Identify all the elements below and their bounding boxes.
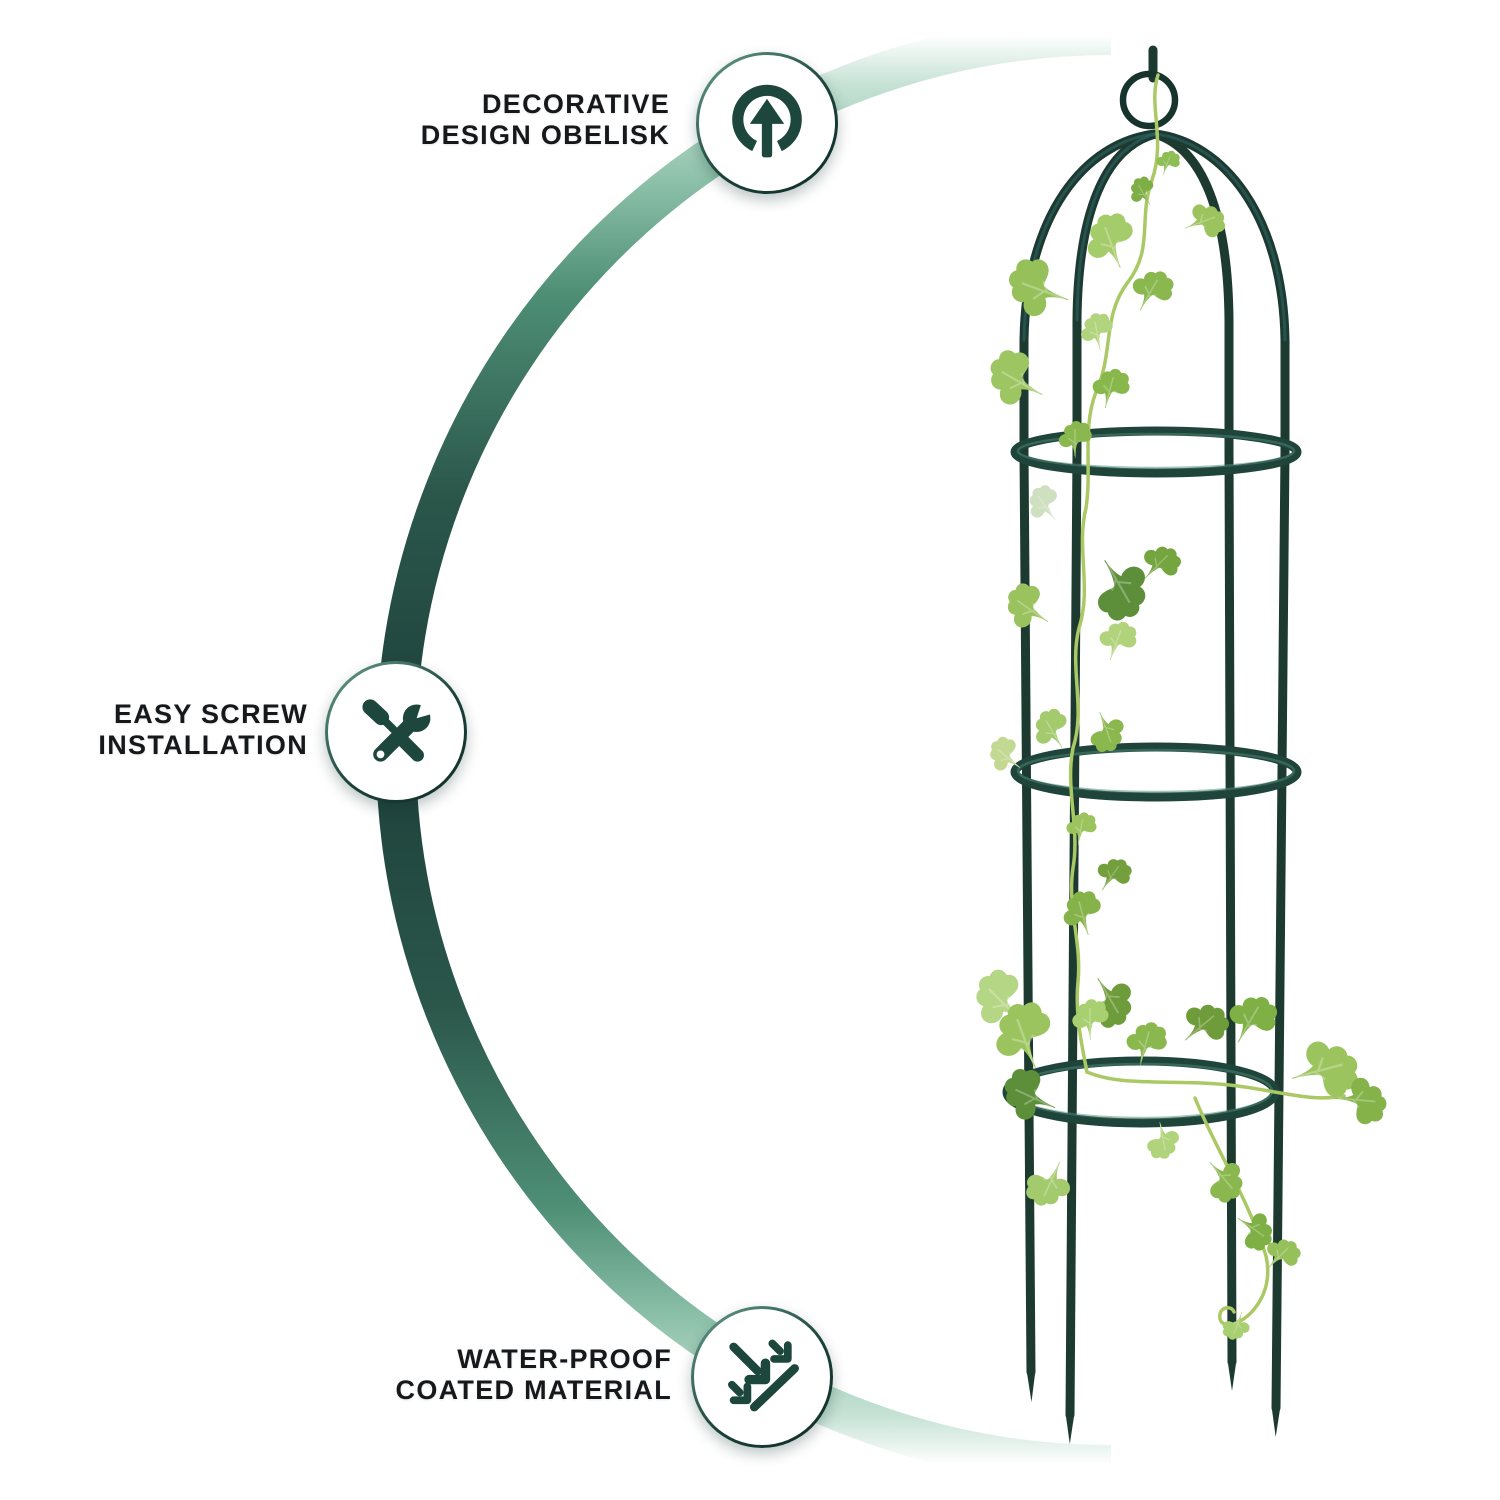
feature-3-label: WATER-PROOF COATED MATERIAL xyxy=(396,1344,672,1406)
finial-ring xyxy=(1119,70,1179,130)
arrow-up-circle-icon xyxy=(732,84,802,158)
feature-2-label: EASY SCREW INSTALLATION xyxy=(98,699,308,761)
screwdriver-wrench-icon xyxy=(362,694,439,762)
feature-3-line1: WATER-PROOF xyxy=(457,1344,672,1374)
obelisk-illustration xyxy=(1002,45,1302,1444)
feature-1-badge xyxy=(696,52,838,194)
feature-1-line1: DECORATIVE xyxy=(481,89,670,119)
waterproof-arrows-icon xyxy=(728,1339,799,1412)
feature-1-line2: DESIGN OBELISK xyxy=(420,120,670,150)
feature-2-badge xyxy=(325,661,467,803)
trellis-hoop xyxy=(1010,426,1302,478)
feature-2-line2: INSTALLATION xyxy=(98,730,308,760)
feature-1-label: DECORATIVE DESIGN OBELISK xyxy=(421,89,670,151)
feature-3-line2: COATED MATERIAL xyxy=(395,1375,672,1405)
feature-3-badge xyxy=(691,1306,833,1448)
trellis-hoop xyxy=(1010,742,1302,802)
vine-leaves xyxy=(960,73,1390,1345)
feature-2-line1: EASY SCREW xyxy=(113,699,308,729)
